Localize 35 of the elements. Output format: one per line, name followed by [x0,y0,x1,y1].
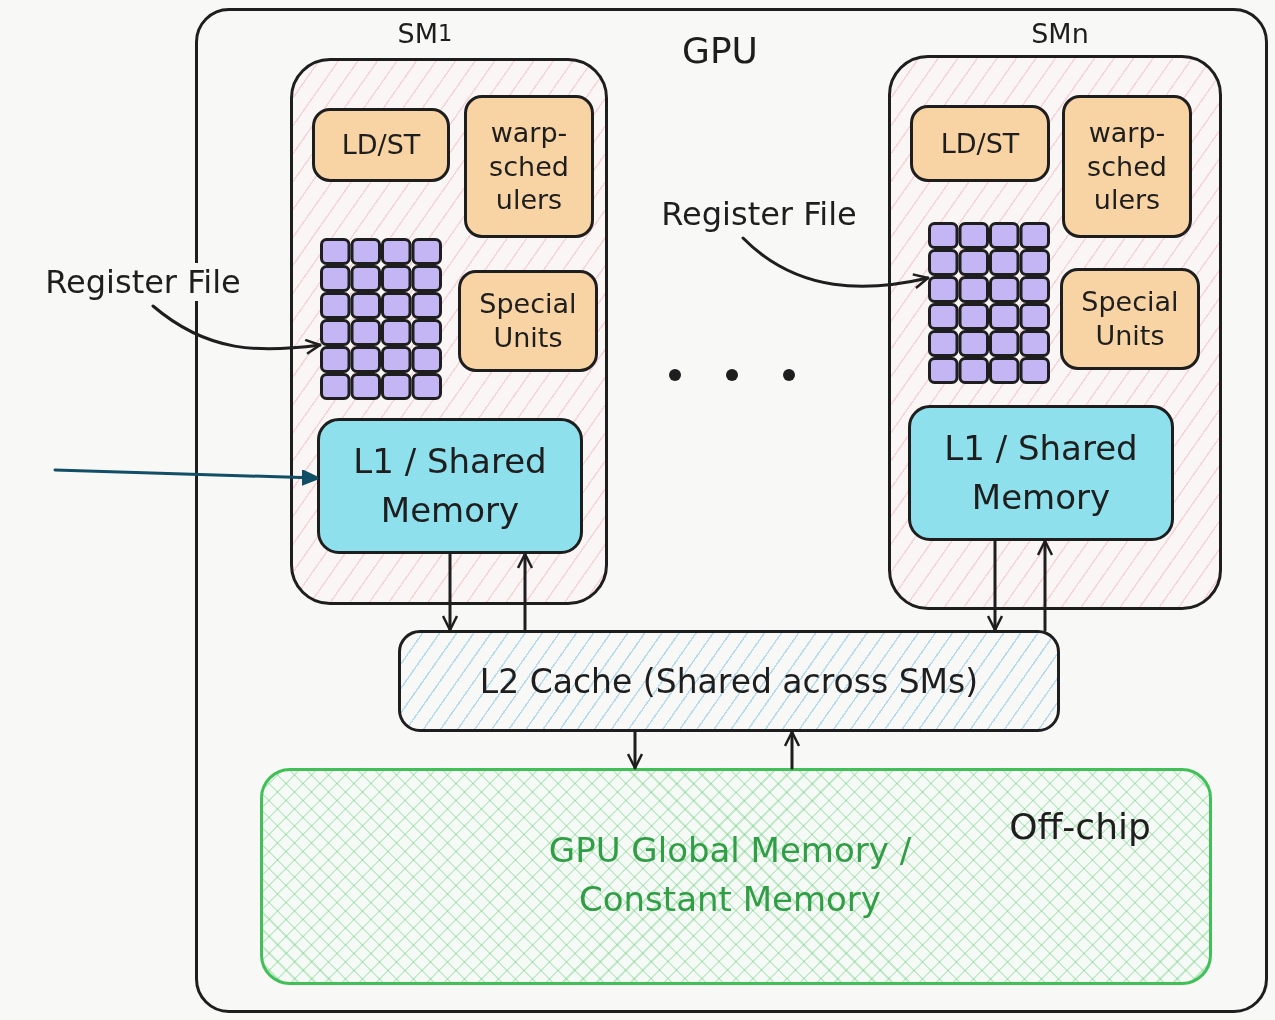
unit-box [1060,268,1200,370]
box-label: L2 Cache (Shared across SMs) [479,661,979,701]
unit-box [464,95,594,238]
unit-box [458,270,598,372]
box-label: LD/ST [341,128,421,162]
memory-box [317,418,583,554]
container-title: GPU [681,28,759,72]
arrow [516,552,534,632]
box-label: LD/ST [940,126,1020,161]
cache-box [398,630,1060,732]
pointer-arrow [53,468,320,486]
memory-label: GPU Global Memory / Constant Memory [547,828,913,921]
curved-arrow [151,304,322,355]
box-label: L1 / Shared Memory [943,426,1139,519]
unit-box [1062,95,1192,238]
box-label: Special Units [478,287,578,355]
arrow [1036,539,1054,632]
unit-box [312,108,450,182]
arrow [986,539,1004,632]
box-label: Special Units [1080,285,1180,353]
arrow [441,552,459,632]
curved-arrow [741,236,930,289]
memory-box [908,405,1174,541]
box-label: L1 / Shared Memory [352,439,548,532]
callout-label: Register File [661,195,857,233]
register-grid [928,222,1050,384]
sm-label: SMn [1030,16,1090,51]
box-label: warp- sched ulers [1086,115,1168,218]
off-chip-label: Off-chip [1008,804,1152,849]
unit-box [910,105,1050,182]
register-grid [320,238,442,400]
arrow [783,730,801,770]
arrow [626,730,644,770]
box-label: warp- sched ulers [488,115,570,218]
memory-box [260,768,1212,985]
